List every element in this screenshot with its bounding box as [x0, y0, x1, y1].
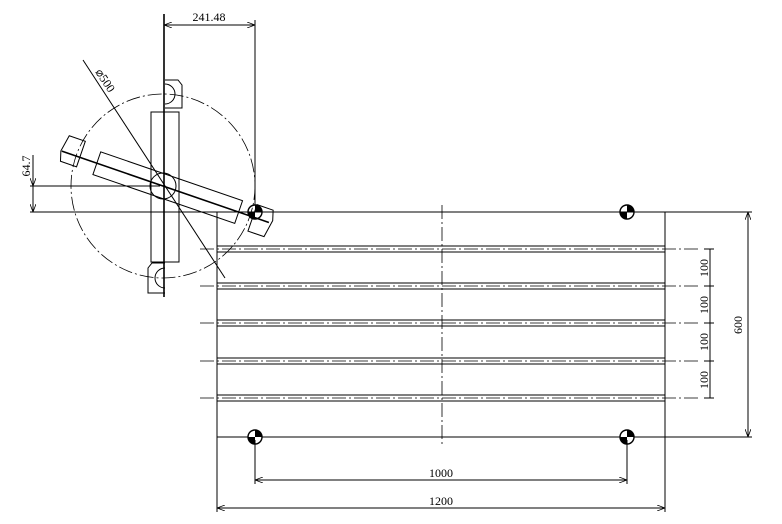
dim-hole-spacing: 1000 — [254, 440, 628, 484]
rail-4 — [200, 357, 700, 365]
rail-1 — [200, 245, 700, 253]
dim-text-1000: 1000 — [429, 466, 453, 480]
hole-marker — [619, 429, 635, 445]
dim-text-pitch-1: 100 — [697, 259, 711, 277]
dim-text-pitch-4: 100 — [697, 371, 711, 389]
rail-2 — [200, 282, 700, 290]
mounting-holes — [247, 204, 635, 445]
rail-3 — [200, 319, 700, 327]
dim-table-width: 1200 — [216, 437, 666, 512]
dim-text-pitch-2: 100 — [697, 296, 711, 314]
dim-text-241: 241.48 — [193, 10, 226, 24]
vertical-arm — [150, 111, 180, 263]
hole-marker — [247, 429, 263, 445]
bottom-gripper — [147, 262, 165, 294]
table-outline — [216, 205, 666, 445]
dim-table-depth: 600 — [665, 211, 752, 438]
dim-text-600: 600 — [731, 316, 745, 334]
dim-offset-x: 241.48 — [164, 10, 256, 205]
dim-text-1200: 1200 — [429, 494, 453, 508]
top-gripper — [165, 79, 183, 109]
rails — [200, 245, 700, 402]
dim-rail-pitch: 100 100 100 100 — [697, 248, 714, 399]
robot-gripper: ⌀500 — [59, 14, 274, 297]
dim-text-pitch-3: 100 — [697, 333, 711, 351]
dim-text-64: 64.7 — [19, 156, 33, 177]
dim-offset-y: 64.7 — [19, 155, 665, 213]
rail-5 — [200, 394, 700, 402]
